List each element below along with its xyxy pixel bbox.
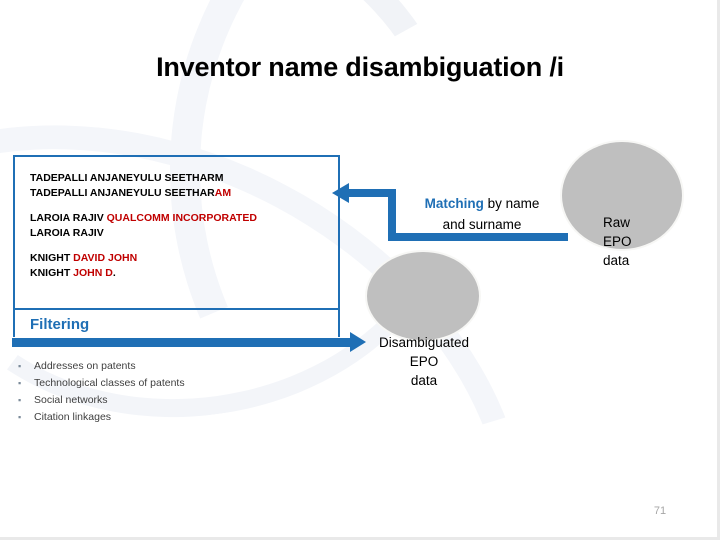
bullet-square-icon: ▪ [18,395,22,405]
bullet-square-icon: ▪ [18,412,22,422]
filtering-bullet-item: ▪ Citation linkages [18,409,308,426]
raw-label-line-1: Raw [603,215,631,230]
disambiguated-label-line-3: data [410,373,438,388]
name-line: TADEPALLI ANJANEYULU SEETHARAM [30,186,330,201]
filtering-bullet-item: ▪ Social networks [18,392,308,409]
matching-arrow-left-icon [332,183,349,203]
filtering-panel-box [13,310,340,337]
names-panel-box [13,155,340,310]
disambiguated-epo-data-circle [367,252,479,340]
raw-epo-data-label: Raw EPO data [575,213,671,270]
matching-arrow-top-segment [348,189,394,197]
name-line: TADEPALLI ANJANEYULU SEETHARM [30,171,330,186]
bullet-square-icon: ▪ [18,378,22,388]
name-text-segment: TADEPALLI ANJANEYULU SEETHARM [30,172,224,184]
name-text-segment: KNIGHT [30,252,74,264]
filtering-bullet-label: Social networks [34,394,108,406]
name-group: TADEPALLI ANJANEYULU SEETHARM TADEPALLI A… [30,171,330,200]
name-line: KNIGHT DAVID JOHN [30,251,330,266]
disambiguated-label-line-2: EPO [409,354,439,369]
names-list: TADEPALLI ANJANEYULU SEETHARM TADEPALLI A… [30,171,330,280]
filtering-arrow-shaft [12,338,354,347]
raw-label-line-3: data [603,253,630,268]
filtering-bullet-label: Citation linkages [34,411,112,423]
filtering-bullet-label: Addresses on patents [34,360,136,372]
raw-epo-data-circle [562,142,682,249]
name-text-segment: LAROIA RAJIV [30,212,107,224]
page-number: 71 [653,505,667,517]
name-highlight-segment: JOHN D [73,266,113,279]
filtering-bullet-label: Technological classes of patents [34,377,185,389]
disambiguated-epo-data-label: Disambiguated EPO data [350,333,498,390]
matching-caption: Matching by name and surname [392,193,572,235]
filtering-bullet-item: ▪ Addresses on patents [18,358,308,375]
filtering-arrow-right-icon [350,332,366,352]
matching-arrow-vertical-segment [388,189,396,237]
name-line: LAROIA RAJIV [30,226,330,241]
matching-arrow-horizontal-segment [388,233,568,241]
raw-label-line-2: EPO [603,234,632,249]
name-text-segment: . [112,266,116,279]
name-highlight-segment: QUALCOMM INCORPORATED [106,212,257,224]
matching-caption-line-2: and surname [442,217,522,232]
name-text-segment: LAROIA RAJIV [30,226,104,239]
matching-keyword: Matching [424,196,484,211]
name-highlight-segment: AM [214,186,232,199]
matching-rest: by name [483,196,540,211]
filtering-bullet-item: ▪ Technological classes of patents [18,375,308,392]
matching-caption-line-1: Matching by name [392,193,572,214]
disambiguated-label-line-1: Disambiguated [378,335,470,350]
name-text-segment: TADEPALLI ANJANEYULU SEETHAR [30,186,215,199]
name-line: LAROIA RAJIV QUALCOMM INCORPORATED [30,211,330,226]
filtering-bullet-list: ▪ Addresses on patents ▪ Technological clas… [18,358,308,426]
name-line: KNIGHT JOHN D. [30,266,330,281]
name-text-segment: KNIGHT [30,266,74,279]
slide-title: Inventor name disambiguation /i [156,52,564,82]
name-highlight-segment: DAVID JOHN [73,252,138,264]
filtering-title: Filtering [30,316,90,333]
bullet-square-icon: ▪ [18,361,22,371]
